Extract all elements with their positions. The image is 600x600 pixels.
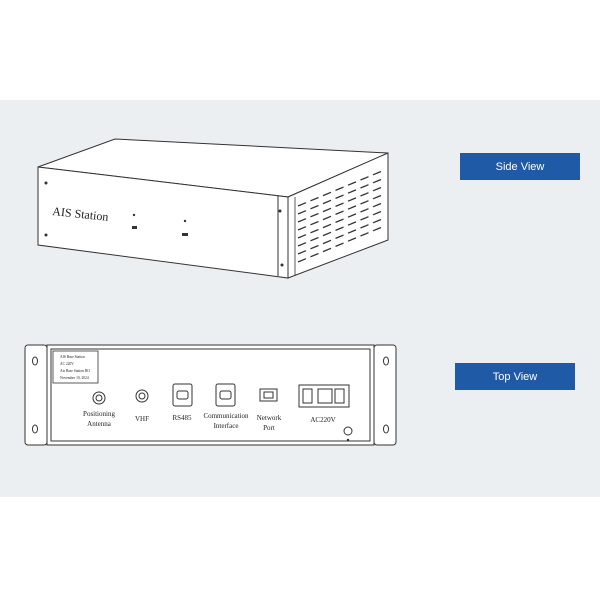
vhf-label: VHF — [135, 415, 149, 423]
vent-slot — [310, 204, 319, 210]
vent-slot — [347, 181, 357, 186]
vent-slot — [322, 231, 332, 237]
ear-holes — [32, 356, 389, 434]
vent-slot — [297, 226, 307, 231]
vent-slot — [335, 186, 344, 192]
vent-slot — [372, 178, 382, 184]
vent-slot — [322, 215, 332, 221]
communication-interface-label-2: Interface — [214, 422, 239, 430]
vent-slot — [310, 244, 319, 250]
vent-slot — [297, 210, 307, 215]
nameplate-line-2: AC 220V — [60, 362, 74, 366]
vent-slot — [360, 224, 369, 229]
vent-slot — [322, 247, 332, 253]
vent-slot — [347, 213, 357, 218]
vent-slot — [310, 252, 319, 258]
vent-slot — [347, 221, 357, 226]
chassis-side-face — [287, 152, 389, 279]
ground-dot — [346, 438, 350, 442]
vent-slot — [335, 194, 344, 200]
communication-interface-port — [215, 383, 236, 407]
vent-slot — [310, 236, 319, 242]
side-vents — [297, 170, 382, 263]
vent-slot — [360, 200, 369, 205]
vent-slot — [360, 208, 369, 213]
vent-slot — [335, 218, 344, 224]
vent-slot — [360, 184, 369, 189]
vent-slot — [335, 210, 344, 216]
ac220v-socket — [298, 384, 350, 408]
vent-slot — [322, 239, 332, 245]
vent-slot — [347, 205, 357, 210]
ac220v-label: AC220V — [310, 416, 335, 424]
communication-interface-label-1: Communication — [203, 412, 249, 420]
nameplate-line-1: AIS Base Station — [60, 355, 85, 359]
nameplate — [52, 350, 99, 384]
network-port-label-1: Network — [257, 414, 282, 422]
positioning-antenna-connector — [92, 391, 106, 405]
vent-slot — [360, 192, 369, 197]
vent-slot — [297, 250, 307, 255]
front-screws — [44, 181, 284, 267]
vent-slot — [372, 218, 382, 224]
vent-slot — [297, 258, 307, 263]
nameplate-line-3: Ais Base Station BO — [60, 369, 90, 373]
vent-slot — [297, 218, 307, 223]
ground-terminal — [343, 426, 353, 436]
vent-slot — [335, 226, 344, 232]
vent-slot — [297, 202, 307, 207]
vent-slot — [310, 212, 319, 218]
vent-slot — [372, 202, 382, 208]
vent-slot — [347, 229, 357, 234]
nameplate-line-4: November 10, 2024 — [60, 376, 89, 381]
vhf-connector — [135, 389, 149, 403]
vent-slot — [310, 228, 319, 234]
vent-slot — [335, 202, 344, 208]
vent-slot — [360, 232, 369, 237]
vent-slot — [372, 194, 382, 200]
network-port-label-2: Port — [263, 424, 275, 432]
rear-panel-inner — [50, 348, 371, 442]
vent-slot — [297, 242, 307, 247]
network-port — [259, 388, 278, 402]
front-indicators — [132, 226, 188, 236]
vent-slot — [347, 189, 357, 194]
vent-slot — [310, 196, 319, 202]
vent-slot — [322, 207, 332, 213]
vent-slot — [372, 226, 382, 232]
vent-slot — [310, 220, 319, 226]
device-title: AIS Station — [52, 204, 109, 224]
vent-slot — [360, 176, 369, 181]
rs485-label: RS485 — [172, 414, 192, 422]
vent-slot — [372, 210, 382, 216]
top-view-label[interactable]: Top View — [455, 363, 575, 390]
vent-slot — [322, 191, 332, 197]
vent-slot — [322, 199, 332, 205]
vent-slot — [297, 234, 307, 239]
rs485-port — [172, 383, 193, 407]
vent-slot — [347, 197, 357, 202]
vent-slot — [322, 223, 332, 229]
side-view-label[interactable]: Side View — [460, 153, 580, 180]
vent-slot — [335, 242, 344, 248]
positioning-antenna-label-1: Positioning — [83, 410, 115, 418]
vent-slot — [360, 216, 369, 221]
positioning-antenna-label-2: Antenna — [87, 420, 112, 428]
vent-slot — [335, 234, 344, 240]
vent-slot — [347, 237, 357, 242]
vent-slot — [372, 186, 382, 192]
vent-slot — [372, 170, 382, 176]
